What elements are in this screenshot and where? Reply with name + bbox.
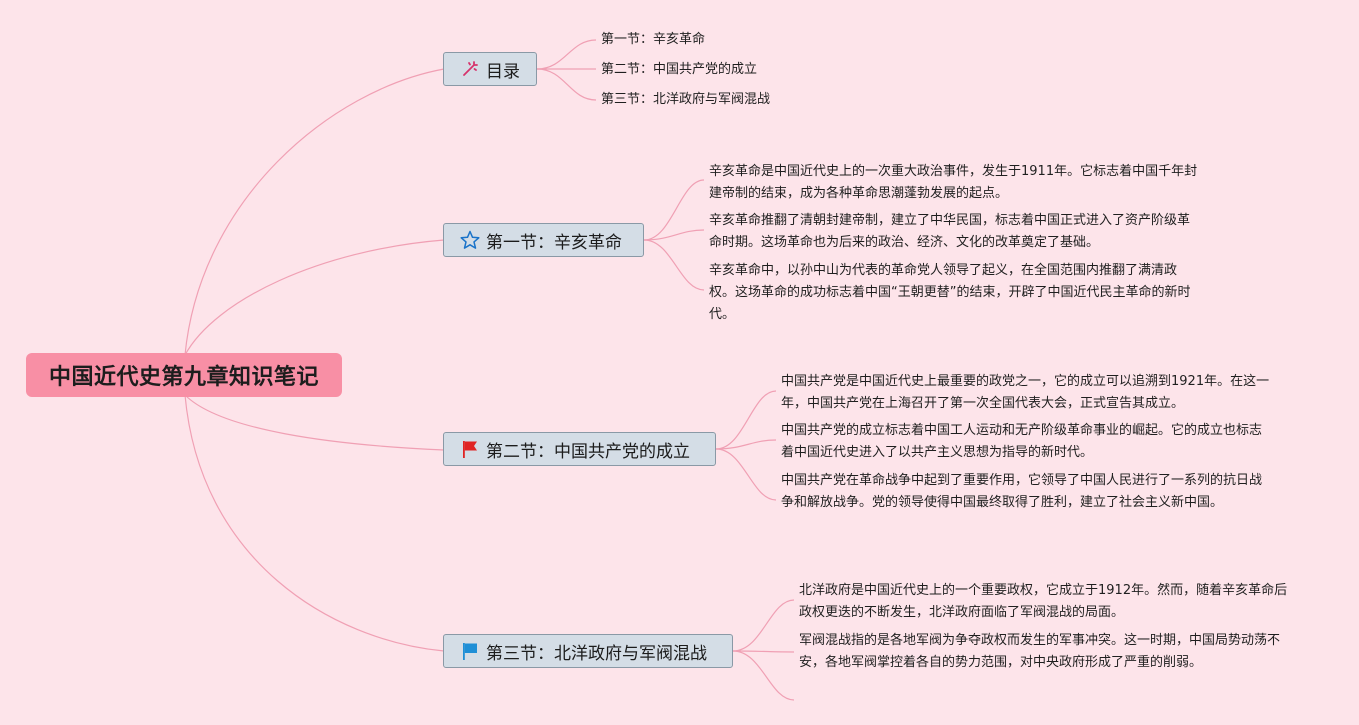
branch-section-3[interactable]: 第三节：北洋政府与军阀混战 [443,634,733,668]
section-1-paragraph-3[interactable]: 辛亥革命中，以孙中山为代表的革命党人领导了起义，在全国范围内推翻了满清政权。这场… [709,263,1191,322]
section-2-paragraph-2[interactable]: 中国共产党的成立标志着中国工人运动和无产阶级革命事业的崛起。它的成立也标志着中国… [781,423,1263,460]
section-2-paragraph-3[interactable]: 中国共产党在革命战争中起到了重要作用，它领导了中国人民进行了一系列的抗日战争和解… [781,473,1263,510]
branch-section-3-label: 第三节：北洋政府与军阀混战 [486,643,707,664]
branch-toc-label: 目录 [486,61,520,82]
section-1-paragraph-1[interactable]: 辛亥革命是中国近代史上的一次重大政治事件，发生于1911年。它标志着中国千年封建… [709,164,1198,201]
wand-icon [460,59,480,79]
red-flag-icon [460,439,480,459]
blue-flag-icon [460,641,480,661]
branch-section-1-label: 第一节：辛亥革命 [486,232,622,253]
root-topic[interactable]: 中国近代史第九章知识笔记 [26,353,342,397]
branch-section-2[interactable]: 第二节：中国共产党的成立 [443,432,716,466]
toc-item-2[interactable]: 第二节：中国共产党的成立 [601,62,758,77]
section-3-paragraph-2[interactable]: 军阀混战指的是各地军阀为争夺政权而发生的军事冲突。这一时期，中国局势动荡不安，各… [799,633,1281,670]
branch-section-2-label: 第二节：中国共产党的成立 [486,441,690,462]
star-icon [460,230,480,250]
root-title: 中国近代史第九章知识笔记 [48,365,319,390]
section-1-paragraph-2[interactable]: 辛亥革命推翻了清朝封建帝制，建立了中华民国，标志着中国正式进入了资产阶级革命时期… [709,213,1191,250]
toc-item-1[interactable]: 第一节：辛亥革命 [601,32,706,47]
branch-toc[interactable]: 目录 [443,52,537,86]
branch-section-1[interactable]: 第一节：辛亥革命 [443,223,644,257]
section-2-paragraph-1[interactable]: 中国共产党是中国近代史上最重要的政党之一，它的成立可以追溯到1921年。在这一年… [781,374,1270,411]
section-3-paragraph-1[interactable]: 北洋政府是中国近代史上的一个重要政权，它成立于1912年。然而，随着辛亥革命后政… [799,583,1288,620]
toc-item-3[interactable]: 第三节：北洋政府与军阀混战 [601,92,771,107]
